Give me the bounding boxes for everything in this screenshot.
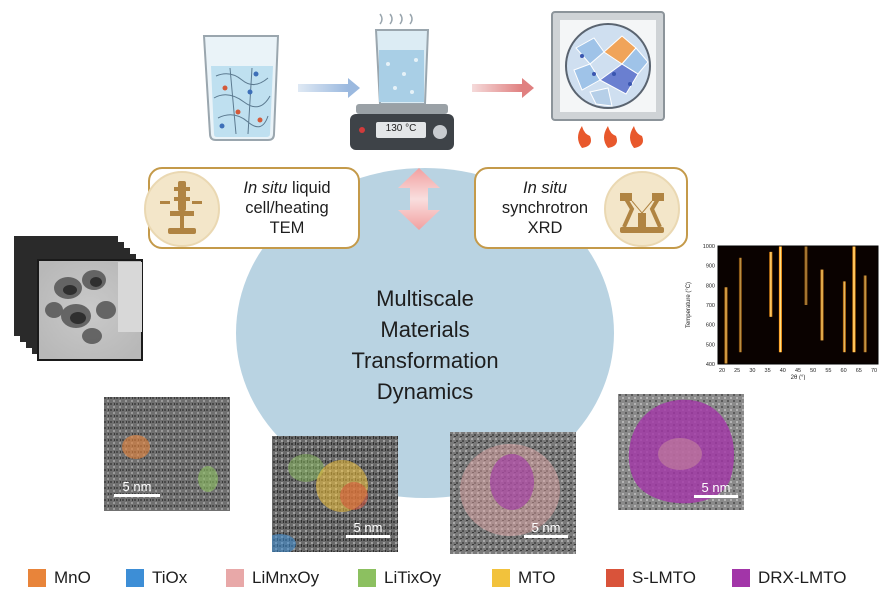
legend-swatch-tiox	[126, 569, 144, 587]
xrd-plot-area	[718, 246, 878, 364]
xrd-xlabel: 2θ (°)	[791, 375, 806, 380]
hrtem-image-3: 5 nm	[450, 432, 576, 554]
hrtem-image-1: 5 nm	[104, 397, 230, 511]
scale-bar-3-label: 5 nm	[531, 520, 561, 535]
xrd-xtick-label: 40	[780, 368, 786, 374]
legend-label-limnxoy: LiMnxOy	[252, 568, 320, 587]
xrd-technique-label: In situ synchrotron XRD	[486, 178, 604, 238]
beaker-precursor-icon	[202, 35, 280, 141]
xrd-streak-core-5	[821, 269, 823, 341]
xrd-xtick-label: 55	[825, 368, 831, 374]
scale-bar-3: 5 nm	[522, 520, 570, 538]
legend-label-s-lmto: S-LMTO	[632, 568, 696, 587]
center-title-line-4: Dynamics	[376, 379, 474, 404]
hotplate-temperature: 130 °C	[385, 123, 417, 134]
xrd-streak-1	[738, 257, 742, 353]
legend-label-drx-lmto: DRX-LMTO	[758, 568, 847, 587]
xrd-xtick-label: 45	[795, 368, 801, 374]
tem-line3: TEM	[269, 219, 305, 237]
xrd-xtick-label: 25	[734, 368, 740, 374]
hotplate-beaker-icon	[350, 13, 454, 150]
xrd-xtick-label: 60	[841, 368, 847, 374]
arrow-to-furnace-icon	[472, 78, 534, 98]
xrd-ytick-label: 600	[706, 323, 715, 329]
xrd-ytick-label: 900	[706, 264, 715, 270]
flame-icons	[578, 126, 643, 148]
scale-bar-2: 5 nm	[344, 520, 392, 538]
xrd-frame	[717, 245, 879, 365]
xrd-ytick-label: 1000	[703, 244, 715, 250]
xrd-ytick-label: 800	[706, 283, 715, 289]
xrd-xtick-label: 20	[719, 368, 725, 374]
tem-line2: cell/heating	[245, 199, 329, 217]
legend-label-tiox: TiOx	[152, 568, 188, 587]
tem-image-stack	[14, 236, 143, 361]
xrd-streak-core-8	[864, 275, 866, 353]
xrd-ylabel: Temperature (°C)	[686, 282, 692, 328]
xrd-ytick-label: 400	[706, 362, 715, 368]
xrd-heatmap: 1000 900 800 700 600 500 400 20 25 30 35 40 45 50 55 60…	[676, 240, 884, 381]
xrd-streak-4	[804, 246, 808, 305]
legend-item-limnxoy: LiMnxOy	[226, 565, 319, 591]
legend-item-mno: MnO	[28, 565, 91, 591]
legend-swatch-drx-lmto	[732, 569, 750, 587]
xrd-streak-core-7	[853, 246, 855, 353]
xrd-ytick-label: 700	[706, 303, 715, 309]
synthesis-process	[202, 11, 665, 150]
microscope-icon	[144, 171, 220, 247]
xrd-xtick-label: 65	[856, 368, 862, 374]
xrd-xtick-label: 50	[810, 368, 816, 374]
xrd-streak-core-6	[843, 281, 845, 353]
xrd-streak-core-4	[805, 246, 807, 305]
xrd-streak-core-1	[739, 257, 741, 353]
scale-bar-1: 5 nm	[112, 479, 162, 497]
scale-bar-1-label: 5 nm	[122, 479, 152, 494]
xrd-insitu-italic: In situ	[522, 179, 568, 197]
xrd-xtick-label: 30	[749, 368, 755, 374]
legend-swatch-limnxoy	[226, 569, 244, 587]
legend-item-s-lmto: S-LMTO	[606, 565, 696, 591]
diffractometer-icon	[604, 171, 680, 247]
scale-bar-2-label: 5 nm	[353, 520, 383, 535]
xrd-xtick-label: 70	[871, 368, 877, 374]
tem-insitu-italic: In situ	[243, 179, 288, 197]
legend-item-mto: MTO	[492, 565, 555, 591]
legend-swatch-mno	[28, 569, 46, 587]
scale-bar-4: 5 nm	[692, 480, 740, 498]
arrow-to-hotplate-icon	[298, 78, 360, 98]
hrtem-image-2: 5 nm	[272, 436, 398, 552]
phase-legend: MnO TiOx LiMnxOy LiTixOy MTO S-LMTO DRX-…	[0, 565, 890, 593]
legend-item-litixoy: LiTixOy	[358, 565, 441, 591]
legend-item-drx-lmto: DRX-LMTO	[732, 565, 846, 591]
center-title-line-3: Transformation	[351, 348, 499, 373]
furnace-icon	[551, 11, 665, 121]
center-title: Multiscale Materials Transformation Dyna…	[300, 283, 550, 407]
legend-swatch-litixoy	[358, 569, 376, 587]
xrd-streak-core-3	[779, 246, 781, 353]
xrd-streak-core-0	[725, 287, 727, 364]
xrd-line3: XRD	[527, 219, 563, 237]
double-arrow-icon	[398, 168, 440, 230]
scale-bar-4-label: 5 nm	[701, 480, 731, 495]
legend-label-mto: MTO	[518, 568, 556, 587]
xrd-xtick-label: 35	[765, 368, 771, 374]
xrd-streak-8	[863, 275, 867, 353]
xrd-streak-core-2	[770, 251, 772, 317]
legend-swatch-s-lmto	[606, 569, 624, 587]
tem-line1-rest: liquid	[287, 179, 331, 197]
center-title-line-2: Materials	[380, 317, 470, 342]
xrd-ytick-label: 500	[706, 342, 715, 348]
legend-label-litixoy: LiTixOy	[384, 568, 441, 587]
tem-technique-label: In situ liquid cell/heating TEM	[222, 178, 352, 238]
legend-label-mno: MnO	[54, 568, 91, 587]
legend-item-tiox: TiOx	[126, 565, 187, 591]
hrtem-image-4: 5 nm	[618, 394, 744, 510]
legend-swatch-mto	[492, 569, 510, 587]
center-title-line-1: Multiscale	[376, 286, 474, 311]
xrd-line2: synchrotron	[501, 199, 589, 217]
